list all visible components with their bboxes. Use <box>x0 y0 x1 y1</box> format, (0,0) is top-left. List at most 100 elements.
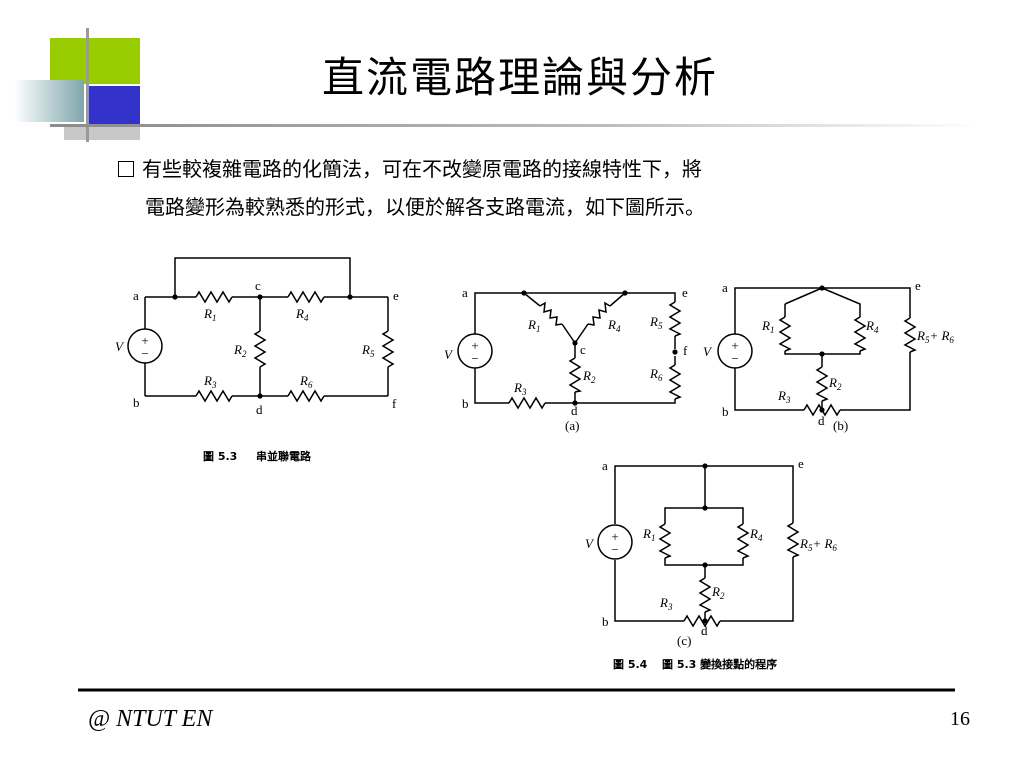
node-f-5-4a: f <box>683 343 688 358</box>
figure-5-4a-wires <box>457 292 676 404</box>
page-number: 16 <box>950 708 970 730</box>
label-a-5-4: (a) <box>565 418 579 433</box>
svg-text:+: + <box>141 333 148 348</box>
svg-text:−: − <box>731 351 738 366</box>
label-r2-5-4c: R2 <box>711 584 725 601</box>
resistor-r56-5-4b <box>903 317 917 353</box>
resistor-r4-5-4c <box>736 523 750 559</box>
node-e-5-4b: e <box>915 278 921 293</box>
node-d-5-4c: d <box>701 623 708 638</box>
label-r4-5-4c: R4 <box>749 526 763 543</box>
resistor-r6-5-4a <box>668 364 682 400</box>
label-r1-5-4c: R1 <box>642 526 655 543</box>
label-r56-5-4c: R5+ R6 <box>799 536 837 553</box>
node-d-5-3: d <box>256 402 263 417</box>
node-d-5-4a: d <box>571 403 578 418</box>
label-r3-5-4c: R3 <box>659 595 673 612</box>
label-c-5-4: (c) <box>677 633 691 648</box>
resistor-r3-5-4c <box>683 614 721 628</box>
deco-horizontal-line <box>50 124 980 127</box>
source-v-5-4a: V <box>444 347 454 362</box>
caption-5-3-text: 串並聯電路 <box>256 449 312 463</box>
deco-blue-square <box>88 86 140 130</box>
label-r3-5-3: R3 <box>203 373 217 390</box>
resistor-r1-5-4a <box>539 301 563 326</box>
resistor-r4-5-4a <box>587 301 611 326</box>
node-b-5-4a: b <box>462 396 469 411</box>
bullet-paragraph: 有些較複雜電路的化簡法，可在不改變原電路的接線特性下，將 電路變形為較熟悉的形式… <box>118 150 968 226</box>
label-r4-5-4b: R4 <box>865 318 879 335</box>
label-r3-5-4a: R3 <box>513 380 527 397</box>
figure-5-4b-wires <box>717 287 911 411</box>
square-bullet-icon <box>118 161 134 177</box>
figure-5-3-wires <box>127 257 389 397</box>
label-r2-5-4b: R2 <box>828 375 842 392</box>
deco-gray-block <box>64 124 140 140</box>
resistor-r5-5-4a <box>668 301 682 337</box>
node-e-5-4a: e <box>682 285 688 300</box>
svg-text:−: − <box>141 346 148 361</box>
node-c-5-3: c <box>255 278 261 293</box>
caption-5-4-text: 圖 5.3 變換接點的程序 <box>662 657 777 671</box>
caption-5-3-number: 圖 5.3 <box>203 450 237 463</box>
svg-text:+: + <box>471 338 478 353</box>
label-r6-5-4a: R6 <box>649 366 663 383</box>
resistor-r2-5-4b <box>815 366 829 402</box>
deco-green-square <box>50 38 140 84</box>
label-r4-5-3: R4 <box>295 306 309 323</box>
resistor-r3-5-3 <box>195 389 233 403</box>
node-b-5-4c: b <box>602 614 609 629</box>
label-r3-5-4b: R3 <box>777 388 791 405</box>
node-f-5-3: f <box>392 396 397 411</box>
resistor-r2-5-4c <box>698 577 712 613</box>
caption-5-4-number: 圖 5.4 <box>613 658 648 671</box>
slide-title: 直流電路理論與分析 <box>321 53 718 102</box>
source-v-5-4c: V <box>585 536 595 551</box>
source-v-5-3: V <box>115 339 125 354</box>
node-a-5-3: a <box>133 288 139 303</box>
svg-text:−: − <box>471 351 478 366</box>
node-a-5-4b: a <box>722 280 728 295</box>
label-r2-5-4a: R2 <box>582 368 596 385</box>
label-r2-5-3: R2 <box>233 342 247 359</box>
label-r1-5-4b: R1 <box>761 318 774 335</box>
deco-teal-square <box>14 80 84 122</box>
resistor-r2-5-4a <box>568 357 583 393</box>
node-c-5-4a: c <box>580 342 586 357</box>
node-b-5-3: b <box>133 395 140 410</box>
resistor-r1-5-4b <box>778 316 792 352</box>
bullet-text-1: 有些較複雜電路的化簡法，可在不改變原電路的接線特性下，將 <box>142 157 702 181</box>
bullet-text-2: 電路變形為較熟悉的形式，以便於解各支路電流，如下圖所示。 <box>145 195 705 219</box>
label-r5-5-4a: R5 <box>649 314 663 331</box>
svg-text:−: − <box>611 542 618 557</box>
figure-5-4c-wires <box>597 465 794 622</box>
node-d-5-4b: d <box>818 413 825 428</box>
resistor-r4-5-4b <box>853 316 867 352</box>
label-r6-5-3: R6 <box>299 373 313 390</box>
source-v-5-4b: V <box>703 344 713 359</box>
node-e-5-4c: e <box>798 456 804 471</box>
node-e-5-3: e <box>393 288 399 303</box>
resistor-r2-5-3 <box>253 330 267 368</box>
label-r1-5-3: R1 <box>203 306 216 323</box>
deco-vertical-line <box>86 28 89 142</box>
source-polarity-marks: +− +− +− +− <box>141 333 738 557</box>
label-r5-5-3: R5 <box>361 342 375 359</box>
bullet-line-1: 有些較複雜電路的化簡法，可在不改變原電路的接線特性下，將 <box>118 150 968 188</box>
footer-org: @ NTUT EN <box>88 706 213 732</box>
node-b-5-4b: b <box>722 404 729 419</box>
svg-text:+: + <box>611 529 618 544</box>
label-r1-5-4a: R1 <box>527 317 540 334</box>
resistor-r1-5-3 <box>195 290 233 304</box>
resistor-r3-5-4a <box>508 396 546 410</box>
resistor-r56-5-4c <box>786 522 800 558</box>
label-r4-5-4a: R4 <box>607 317 621 334</box>
node-a-5-4a: a <box>462 285 468 300</box>
resistor-r5-5-3 <box>381 330 395 368</box>
resistor-r4-5-3 <box>287 290 325 304</box>
resistor-r6-5-3 <box>287 389 325 403</box>
label-r56-5-4b: R5+ R6 <box>916 328 954 345</box>
resistor-r1-5-4c <box>658 523 672 559</box>
junction-dots <box>172 285 825 624</box>
